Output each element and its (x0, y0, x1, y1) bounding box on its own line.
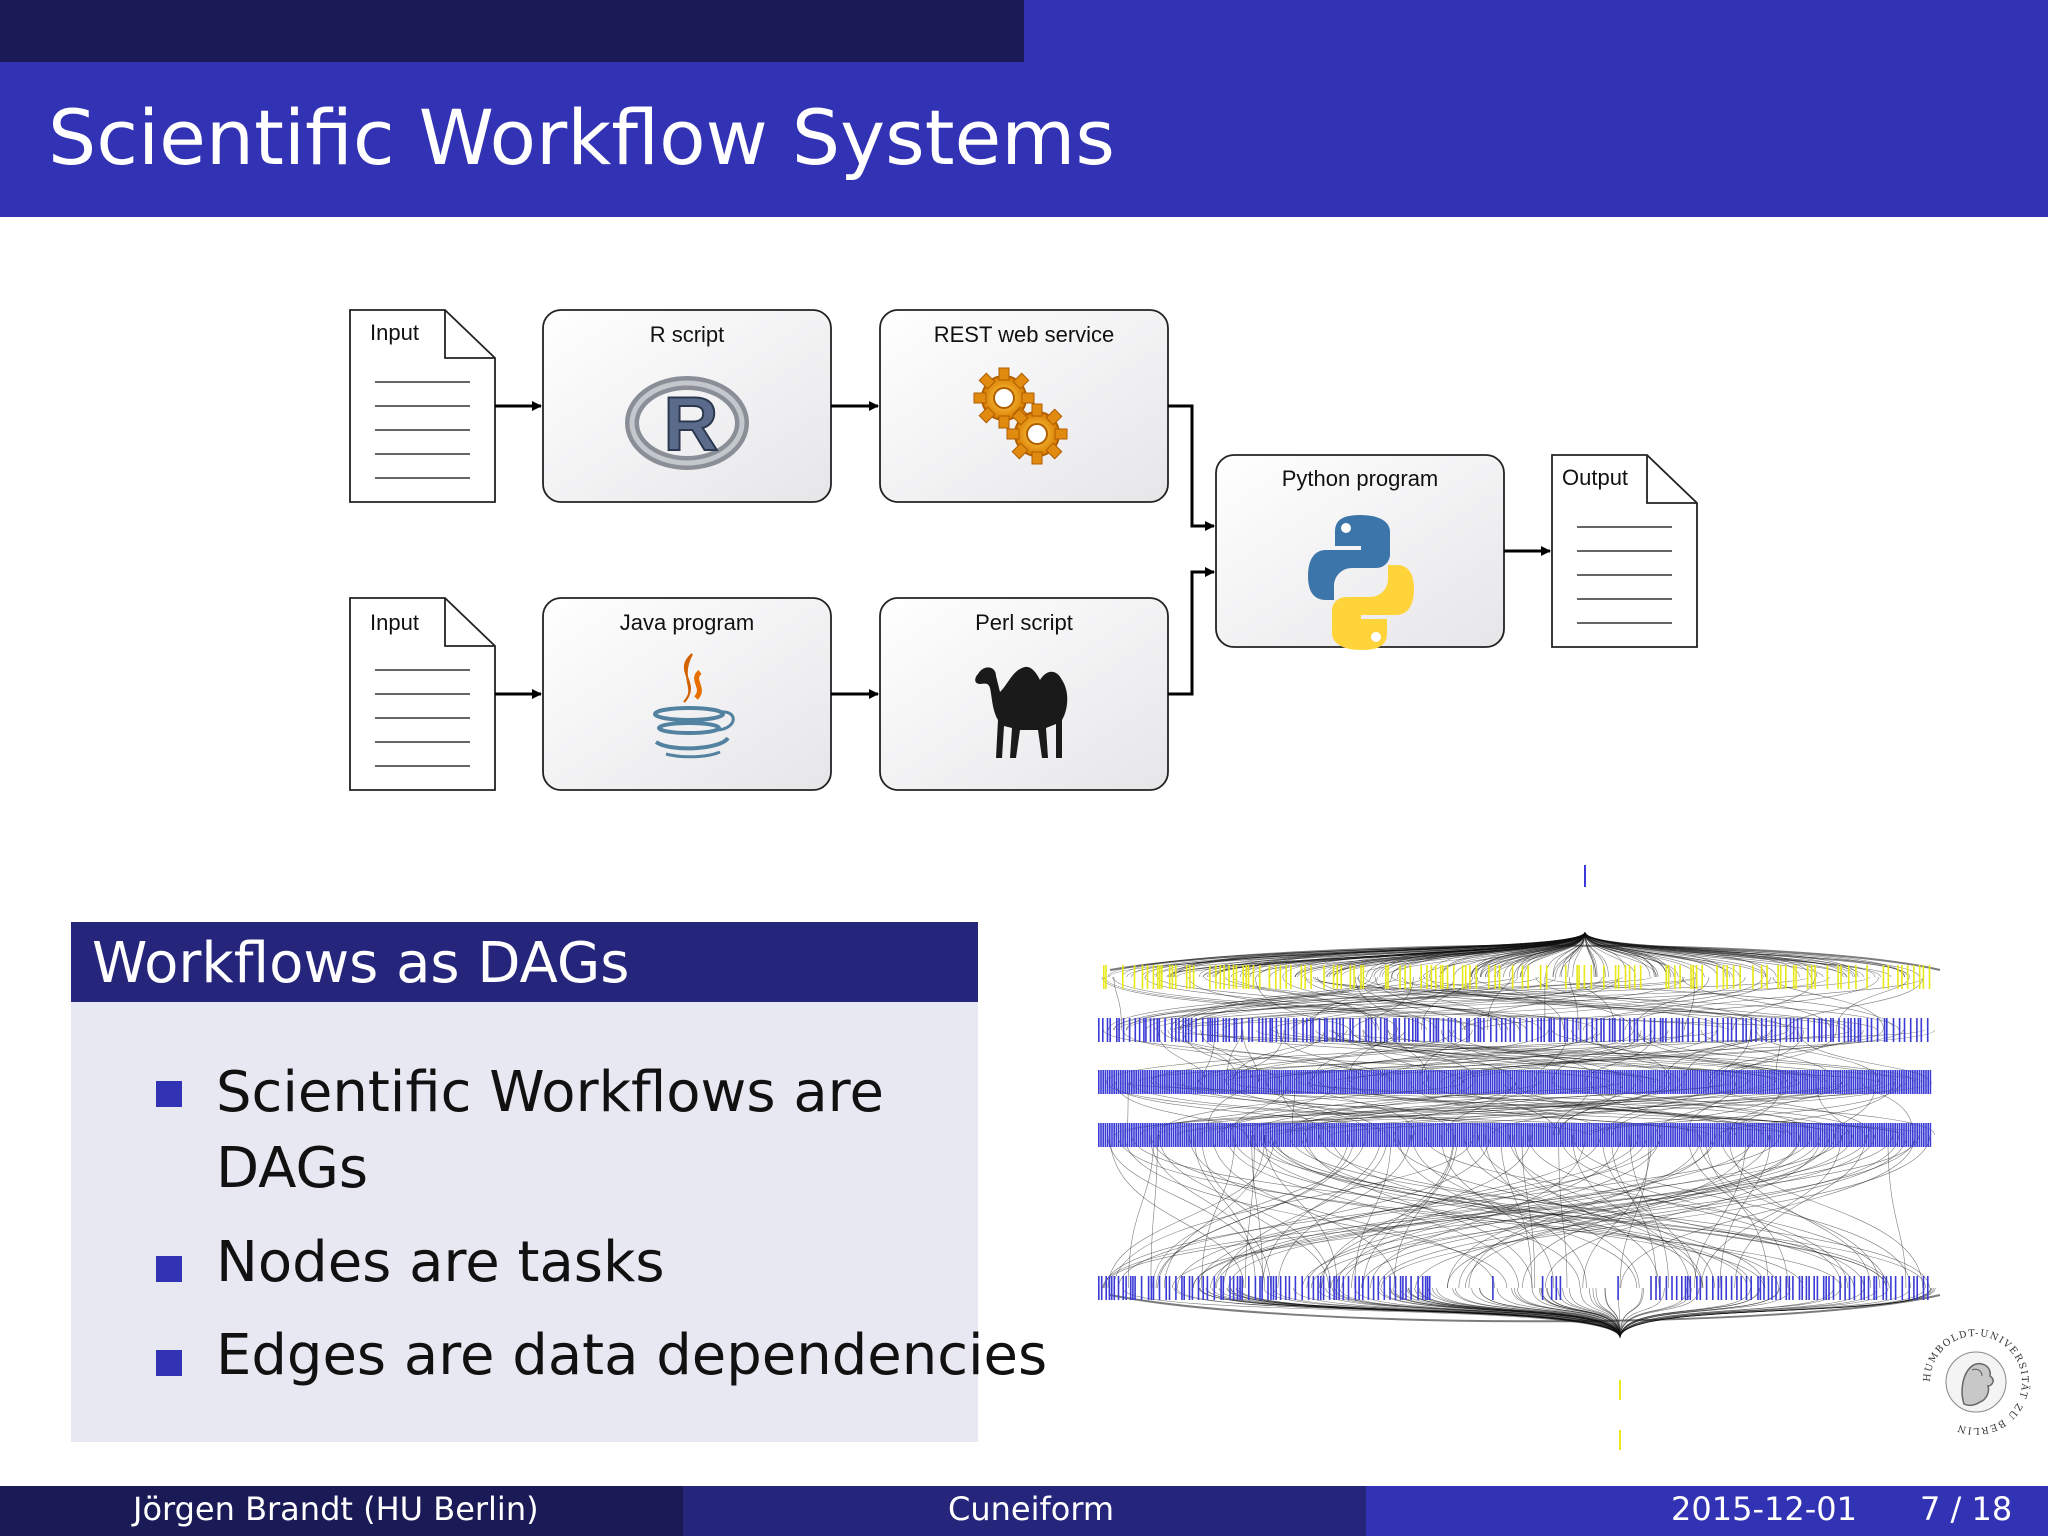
footer-middle (683, 1486, 1366, 1536)
slide-title: Scientific Workflow Systems (48, 93, 1115, 182)
dag-block-title: Workflows as DAGs (92, 931, 630, 996)
footer-left (0, 1486, 683, 1536)
bullet-1-line-2: DAGs (216, 1136, 369, 1201)
java-logo-icon (653, 653, 735, 759)
bullet-2: Nodes are tasks (216, 1230, 665, 1295)
input-label-1: Input (370, 320, 419, 345)
bullet-marker (156, 1081, 182, 1107)
footer-page-number: 7 / 18 (1920, 1490, 2013, 1528)
input-document-1: Input (349, 309, 496, 503)
bullet-3: Edges are data dependencies (216, 1323, 1048, 1388)
perl-script-node: Perl script (879, 597, 1169, 791)
footer-author: Jörgen Brandt (HU Berlin) (133, 1490, 539, 1528)
python-program-label: Python program (1282, 466, 1439, 491)
r-script-node: R script R (542, 309, 832, 503)
output-label: Output (1562, 465, 1628, 490)
bullet-marker (156, 1350, 182, 1376)
header-bar-right (1024, 0, 2048, 62)
rest-service-node: REST web service (879, 309, 1169, 503)
gears-icon (973, 367, 1068, 465)
dag-nodes (1098, 865, 1932, 1450)
header-bar-left (0, 0, 1024, 62)
bullet-marker (156, 1256, 182, 1282)
title-bar (0, 62, 2048, 217)
input-document-2: Input (349, 597, 496, 791)
university-seal-logo: HUMBOLDT-UNIVERSITÄT ZU BERLIN (1922, 1328, 2030, 1436)
python-program-node: Python program (1215, 454, 1505, 650)
camel-icon (975, 666, 1068, 758)
footer-date: 2015-12-01 (1671, 1490, 1857, 1528)
java-program-label: Java program (620, 610, 755, 635)
r-logo-icon: R (625, 376, 749, 470)
output-document: Output (1551, 454, 1698, 648)
java-program-node: Java program (542, 597, 832, 791)
workflow-edges (495, 401, 1551, 699)
footer-title: Cuneiform (948, 1490, 1115, 1528)
rest-service-label: REST web service (934, 322, 1115, 347)
input-label-2: Input (370, 610, 419, 635)
python-logo-icon (1308, 515, 1414, 650)
r-script-label: R script (650, 322, 725, 347)
workflow-diagram: Input R script R REST web service (349, 309, 1698, 791)
bullet-1-line-1: Scientific Workflows are (216, 1060, 884, 1125)
large-dag-visualization (1098, 865, 1941, 1450)
perl-script-label: Perl script (975, 610, 1073, 635)
footer-right (1366, 1486, 2048, 1536)
svg-text:R: R (664, 382, 719, 467)
dag-block-header (71, 922, 978, 1002)
dag-block-body (71, 922, 978, 1442)
